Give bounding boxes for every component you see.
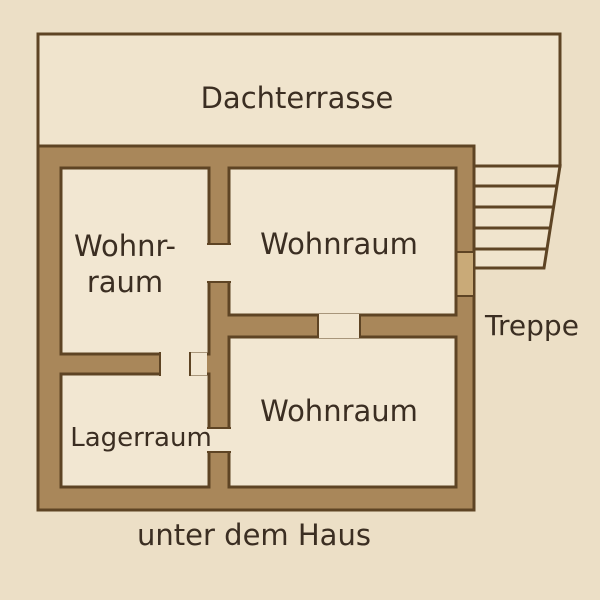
label-terrace: Dachterrasse — [201, 81, 394, 115]
stairs — [472, 164, 562, 270]
doorway-bottom-rooms — [207, 428, 231, 452]
label-room-bottom-right: Wohnraum — [260, 394, 418, 428]
label-room-top-right: Wohnraum — [260, 227, 418, 261]
roof-terrace — [36, 32, 562, 168]
doorway-horizontal-hall — [318, 314, 360, 338]
label-below-house: unter dem Haus — [137, 518, 371, 552]
label-room-top-left-line2: raum — [87, 265, 163, 299]
label-stairs: Treppe — [484, 309, 579, 342]
door-niche — [455, 251, 475, 297]
doorway-storage — [160, 352, 190, 376]
label-storage: Lagerraum — [70, 423, 212, 453]
doorway-hallway — [191, 353, 207, 375]
room-floor-bottom-left — [59, 372, 211, 489]
doorway-top-rooms — [207, 244, 231, 282]
room-floor-bottom-right — [227, 335, 458, 489]
room-floor-top-right — [227, 166, 458, 317]
label-room-top-left-line1: Wohnr- — [74, 229, 176, 263]
room-floor-top-left — [59, 166, 211, 356]
